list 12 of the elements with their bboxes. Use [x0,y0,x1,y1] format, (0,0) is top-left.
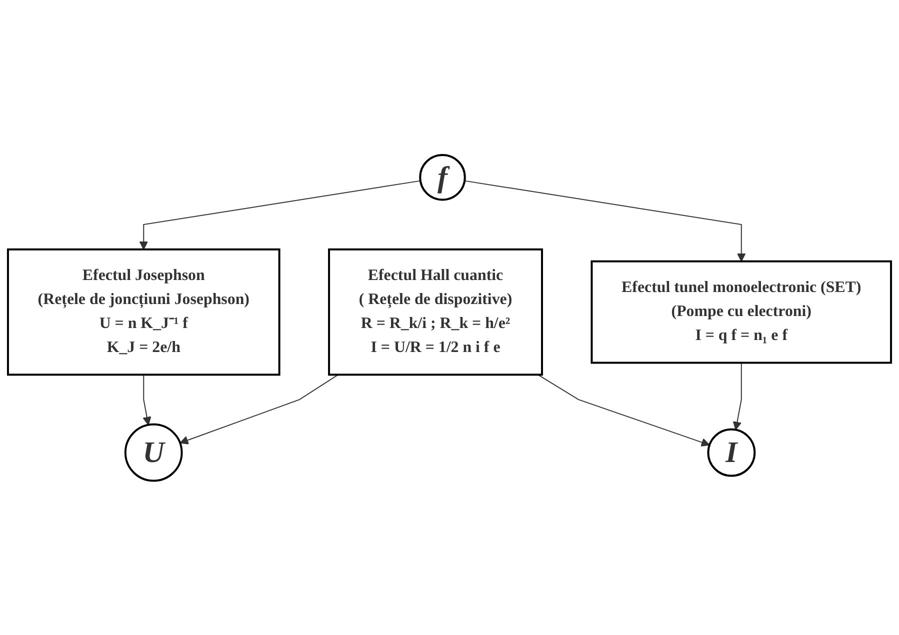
arrow [537,374,710,447]
arrow [732,362,742,430]
node-circle: f [419,154,466,201]
node-box: Efectul Hall cuantic ( Rețele de dispozitive) R = R_k/i ; R_k = h/e² I = U/R = 1/2 n i f e [328,248,543,376]
node-circle: U [124,424,183,482]
node-box: Efectul Josephson (Rețele de joncțiuni Josephson) U = n K_J⁻¹ f K_J = 2e/h [6,248,280,376]
node-circle: I [707,428,756,477]
arrow [464,180,746,262]
arrow [139,180,421,250]
arrow [180,374,339,445]
arrow [142,374,152,426]
node-box: Efectul tunel monoelectronic (SET) (Pompe cu electroni) I = q f = n₁ e f [590,260,892,364]
